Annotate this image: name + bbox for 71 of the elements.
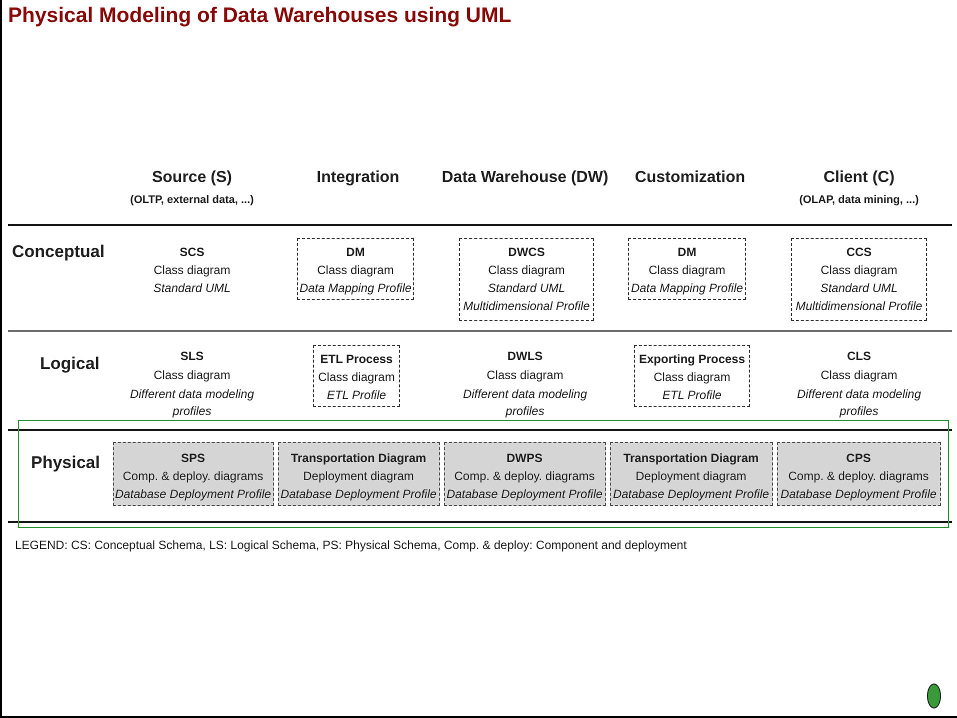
cell-text: Different data modeling profiles [796, 386, 922, 420]
column-subheader: (OLAP, data mining, ...) [798, 193, 920, 208]
box-title: DM [678, 244, 696, 261]
box-text: Comp. & deploy. diagrams [454, 468, 595, 484]
box-text: Class diagram [318, 369, 395, 386]
box-text: Database Deployment Profile [780, 486, 937, 502]
cell-title: SLS [179, 348, 205, 364]
column-header: Source (S) [150, 170, 233, 186]
column-subheader: (OLTP, external data, ...) [129, 193, 255, 208]
box-title: Transportation Diagram [623, 450, 759, 466]
box-text: Database Deployment Profile [114, 486, 272, 502]
box-title: CPS [846, 450, 871, 466]
column-header: Client (C) [822, 170, 896, 186]
box-text: Standard UML [820, 280, 898, 297]
cell-title: CLS [846, 348, 872, 364]
dashed-box [791, 238, 927, 321]
box-text: Class diagram [820, 262, 898, 279]
cell-text: Class diagram [152, 262, 232, 278]
dashed-box [459, 238, 594, 321]
box-text: Class diagram [654, 369, 730, 386]
cell-text: Class diagram [486, 367, 564, 383]
shaded-box [278, 442, 440, 506]
cell-text: Different data modeling profiles [128, 386, 256, 420]
column-header: Data Warehouse (DW) [440, 170, 610, 186]
box-text: ETL Profile [662, 387, 722, 404]
box-title: DWPS [506, 450, 542, 466]
row-header: Physical [31, 455, 101, 471]
box-text: Class diagram [317, 262, 394, 279]
shaded-box [112, 442, 274, 506]
slide-title: Physical Modeling of Data Warehouses using UML [8, 4, 512, 28]
box-text: Database Deployment Profile [280, 486, 437, 502]
box-title: DM [346, 244, 365, 261]
box-title: Exporting Process [638, 351, 746, 368]
box-title: SPS [180, 450, 205, 466]
legend-text: LEGEND: CS: Conceptual Schema, LS: Logical Schema, PS: Physical Schema, Comp. & deploy: Component and deployment [15, 537, 688, 553]
box-text: Deployment diagram [636, 468, 746, 484]
shaded-box [444, 442, 606, 506]
row-header: Logical [40, 356, 101, 372]
row-header: Conceptual [12, 244, 106, 260]
cell-title: DWLS [506, 348, 544, 364]
box-text: Database Deployment Profile [612, 486, 770, 502]
column-header: Integration [316, 170, 400, 186]
dashed-box [628, 238, 746, 300]
cell-text: Different data modeling profiles [462, 386, 588, 420]
dashed-box [634, 345, 750, 407]
cell-title: SCS [178, 244, 206, 260]
box-text: Database Deployment Profile [446, 486, 603, 502]
box-text: Comp. & deploy. diagrams [788, 468, 929, 484]
column-header: Customization [634, 170, 746, 186]
box-text: Multidimensional Profile [463, 298, 590, 315]
box-text: Class diagram [648, 262, 726, 279]
box-title: Transportation Diagram [290, 450, 426, 466]
box-text: Multidimensional Profile [796, 298, 922, 315]
highlight-frame [18, 420, 949, 528]
box-title: DWCS [508, 244, 545, 261]
cell-text: Class diagram [152, 367, 232, 383]
dashed-box [313, 345, 400, 407]
box-text: ETL Profile [326, 387, 386, 404]
shaded-box [610, 442, 772, 506]
cell-text: Class diagram [820, 367, 898, 383]
box-text: Deployment diagram [303, 468, 414, 484]
box-title: CCS [846, 244, 872, 261]
box-title: ETL Process [320, 351, 393, 368]
dashed-box [297, 238, 414, 300]
box-text: Data Mapping Profile [630, 280, 744, 297]
box-text: Standard UML [488, 280, 566, 297]
box-text: Class diagram [488, 262, 565, 279]
shaded-box [776, 442, 940, 506]
box-text: Comp. & deploy. diagrams [122, 468, 264, 484]
cell-text: Standard UML [152, 280, 232, 297]
box-text: Data Mapping Profile [299, 280, 412, 297]
